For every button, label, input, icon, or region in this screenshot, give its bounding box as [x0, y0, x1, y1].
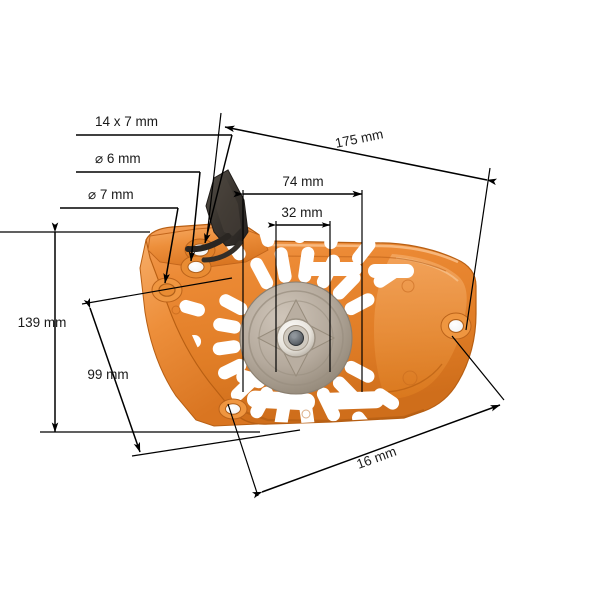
dim-label-99: 99 mm	[87, 367, 128, 382]
dim-label-74: 74 mm	[282, 174, 323, 189]
dim-175-ext-right	[465, 167, 491, 331]
right-dome	[374, 254, 467, 399]
dim-16-ext-right	[451, 335, 505, 401]
dim-99-ext-bottom	[131, 429, 301, 457]
dim-label-139: 139 mm	[18, 315, 67, 330]
leader-d7-arrow	[163, 207, 179, 284]
dim-99-line	[83, 297, 141, 453]
dim-label-16: 16 mm	[355, 444, 399, 472]
inner-rim-line	[275, 255, 447, 272]
dim-16-ext-left	[227, 403, 259, 497]
dim-175-line	[224, 125, 498, 186]
dim-label-d7: ⌀ 7 mm	[88, 187, 134, 202]
moulding-dimple-right	[401, 279, 415, 293]
dim-label-d6: ⌀ 6 mm	[95, 151, 141, 166]
cover-left-wing	[139, 239, 259, 427]
dim-99-ext-top	[81, 277, 233, 305]
leader-d6-arrow	[188, 171, 201, 262]
moulding-dimple-dome	[402, 370, 418, 386]
dim-16-line	[251, 404, 501, 499]
hole-bottom-left	[218, 398, 248, 420]
moulding-dimple-left	[171, 305, 181, 315]
recoil-pulley	[239, 281, 353, 395]
upper-vent-slots	[300, 262, 414, 278]
starter-handle	[185, 169, 249, 263]
hole-dia-7	[151, 277, 183, 303]
right-dome-lower-edge	[387, 363, 443, 393]
dimension-lines	[0, 112, 505, 499]
mounting-holes	[151, 238, 472, 420]
dim-label-32: 32 mm	[281, 205, 322, 220]
dim-label-14x7: 14 x 7 mm	[95, 114, 158, 129]
dim-175-ext-left	[206, 112, 222, 237]
dim-label-175: 175 mm	[334, 126, 385, 150]
hole-right	[440, 312, 472, 340]
